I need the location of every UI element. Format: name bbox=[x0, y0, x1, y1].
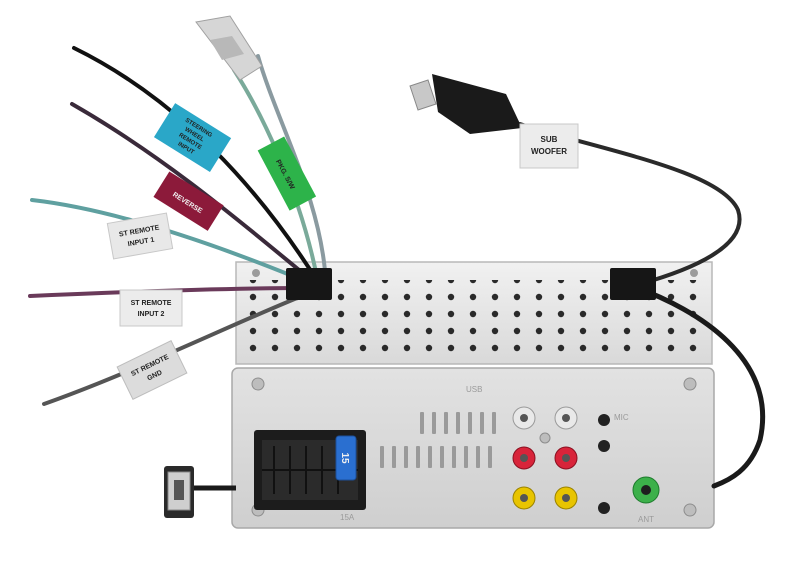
tag-reverse: REVERSE bbox=[153, 171, 224, 231]
fuse: 15 bbox=[335, 435, 357, 481]
mic-jack: MIC bbox=[598, 413, 629, 426]
rca-jacks bbox=[512, 406, 578, 510]
antenna-connector: ANT bbox=[632, 476, 660, 524]
svg-text:ST REMOTE: ST REMOTE bbox=[131, 300, 172, 307]
svg-text:INPUT 1: INPUT 1 bbox=[127, 237, 155, 249]
cable-clamp-right bbox=[610, 268, 656, 300]
svg-text:MIC: MIC bbox=[614, 413, 629, 422]
tag-st-remote-input-2: ST REMOTE INPUT 2 bbox=[119, 289, 183, 327]
grey-plug bbox=[195, 15, 263, 81]
camera-jack bbox=[598, 502, 610, 514]
fuse-rating: 15A bbox=[340, 513, 355, 522]
usb-cable bbox=[164, 466, 236, 518]
tag-st-remote-gnd: ST REMOTE GND bbox=[116, 340, 188, 400]
tag-steering-remote: STEERING WHEEL REMOTE INPUT bbox=[153, 103, 232, 173]
svg-text:ANT: ANT bbox=[638, 515, 654, 524]
svg-text:15: 15 bbox=[339, 452, 350, 464]
svg-text:WOOFER: WOOFER bbox=[531, 147, 567, 156]
svg-text:INPUT 2: INPUT 2 bbox=[138, 311, 165, 318]
usb-mark: USB bbox=[466, 385, 482, 394]
tag-st-remote-input-1: ST REMOTE INPUT 1 bbox=[106, 212, 174, 260]
subwoofer-plug bbox=[409, 74, 522, 134]
cable-clamp-left bbox=[286, 268, 332, 300]
tag-sub-woofer: SUB WOOFER bbox=[519, 123, 579, 169]
tag-pkg-sw: PKG. S/W bbox=[257, 136, 317, 211]
aux-jack bbox=[598, 440, 610, 452]
svg-text:SUB: SUB bbox=[541, 135, 558, 144]
